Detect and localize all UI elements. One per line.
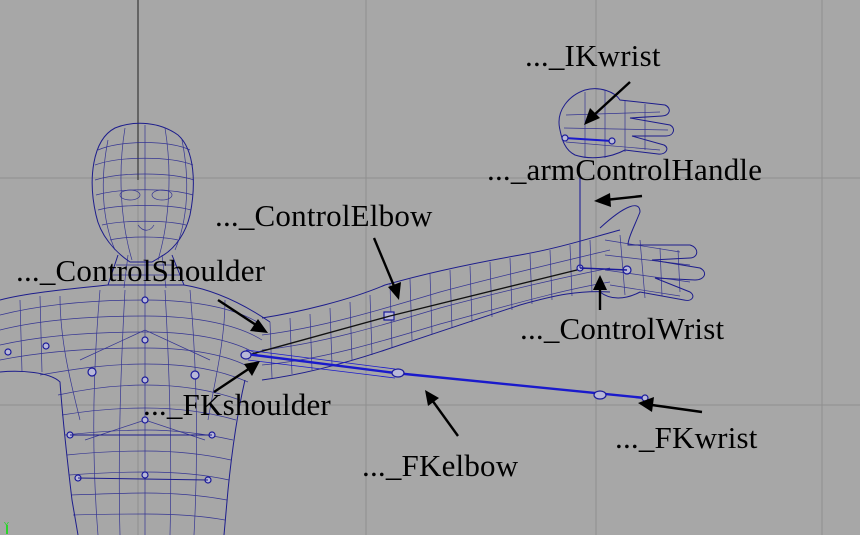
axis-y-label: Y [3,521,9,530]
fk-bone-chain [240,349,649,402]
callout-arrows [213,81,703,437]
arrow-fk-wrist [638,397,703,414]
label-fk-wrist: ..._FKwrist [615,420,758,455]
arrow-control-elbow [372,237,401,300]
label-fk-shoulder: ..._FKshoulder [143,387,331,422]
fk-shoulder-joint[interactable] [240,350,252,360]
fk-elbow-joint[interactable] [391,368,405,378]
arrow-control-shoulder [217,298,268,333]
fk-wrist-joint[interactable] [593,390,607,400]
label-fk-elbow: ..._FKelbow [362,448,519,483]
arrow-arm-control-handle [594,193,643,207]
label-control-wrist: ..._ControlWrist [520,311,724,346]
label-control-shoulder: ..._ControlShoulder [16,253,266,288]
callout-labels: ..._IKwrist ..._armControlHandle ..._Con… [16,38,762,483]
ik-hand-wireframe [558,88,674,268]
label-arm-control-handle: ..._armControlHandle [487,152,762,187]
character-wireframe [0,122,271,535]
label-control-elbow: ..._ControlElbow [215,198,433,233]
axis-indicator: Y [3,521,9,534]
arrow-fk-shoulder [213,361,260,393]
arrow-ik-wrist [584,81,631,125]
arrow-fk-elbow [425,390,459,437]
label-ik-wrist: ..._IKwrist [525,38,661,73]
arrow-control-wrist [593,275,607,310]
arm-wireframe [247,229,621,381]
